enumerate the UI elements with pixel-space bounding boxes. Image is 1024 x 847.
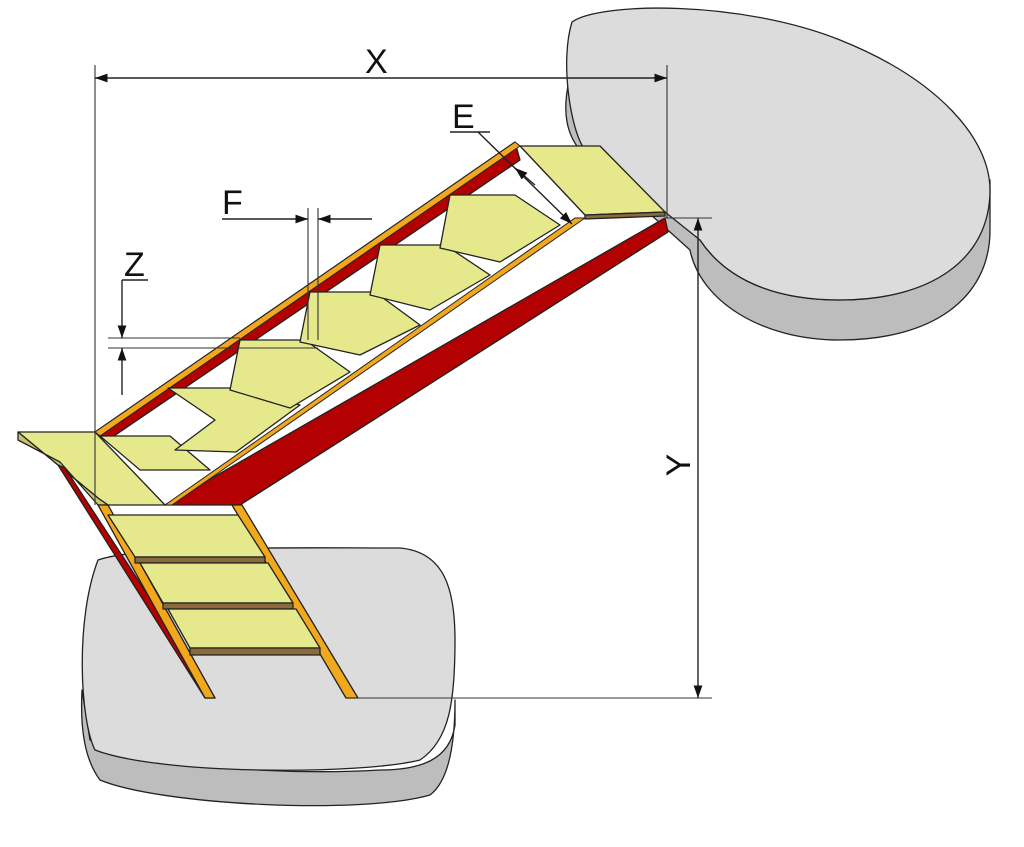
- lower-tread-2-edge: [162, 602, 294, 610]
- dimension-y-label: Y: [660, 454, 698, 477]
- extension-lines: [94, 65, 712, 699]
- lower-tread-3: [167, 608, 321, 649]
- dimension-z: Z: [117, 246, 148, 395]
- near-stringer-body: [164, 217, 669, 506]
- upper-floor-slab: [565, 7, 991, 341]
- lower-flight: [57, 464, 359, 699]
- tread-5: [369, 244, 491, 311]
- dimension-y: Y: [660, 218, 703, 698]
- dimension-z-label: Z: [124, 246, 145, 284]
- lower-tread-3-edge: [189, 647, 321, 656]
- tread-4: [299, 291, 421, 356]
- tread-3: [229, 339, 351, 409]
- lower-left-stringer-edge: [97, 504, 216, 699]
- dimension-x-label: X: [365, 43, 388, 81]
- dimension-x: X: [95, 43, 667, 83]
- tread-1: [99, 435, 211, 471]
- lower-tread-1: [107, 514, 266, 558]
- tread-6: [439, 194, 561, 263]
- dimension-e: E: [450, 98, 573, 225]
- main-flight-treads: [99, 194, 561, 471]
- lower-flight-treads: [107, 514, 321, 656]
- dimension-f: F: [222, 184, 372, 224]
- dimension-f-label: F: [222, 184, 243, 222]
- top-tread-front-edge: [584, 211, 666, 220]
- dimension-e-label: E: [452, 98, 475, 136]
- near-stringer-top-edge: [163, 217, 587, 506]
- lower-tread-2: [139, 562, 294, 604]
- lower-tread-1-edge: [134, 556, 266, 564]
